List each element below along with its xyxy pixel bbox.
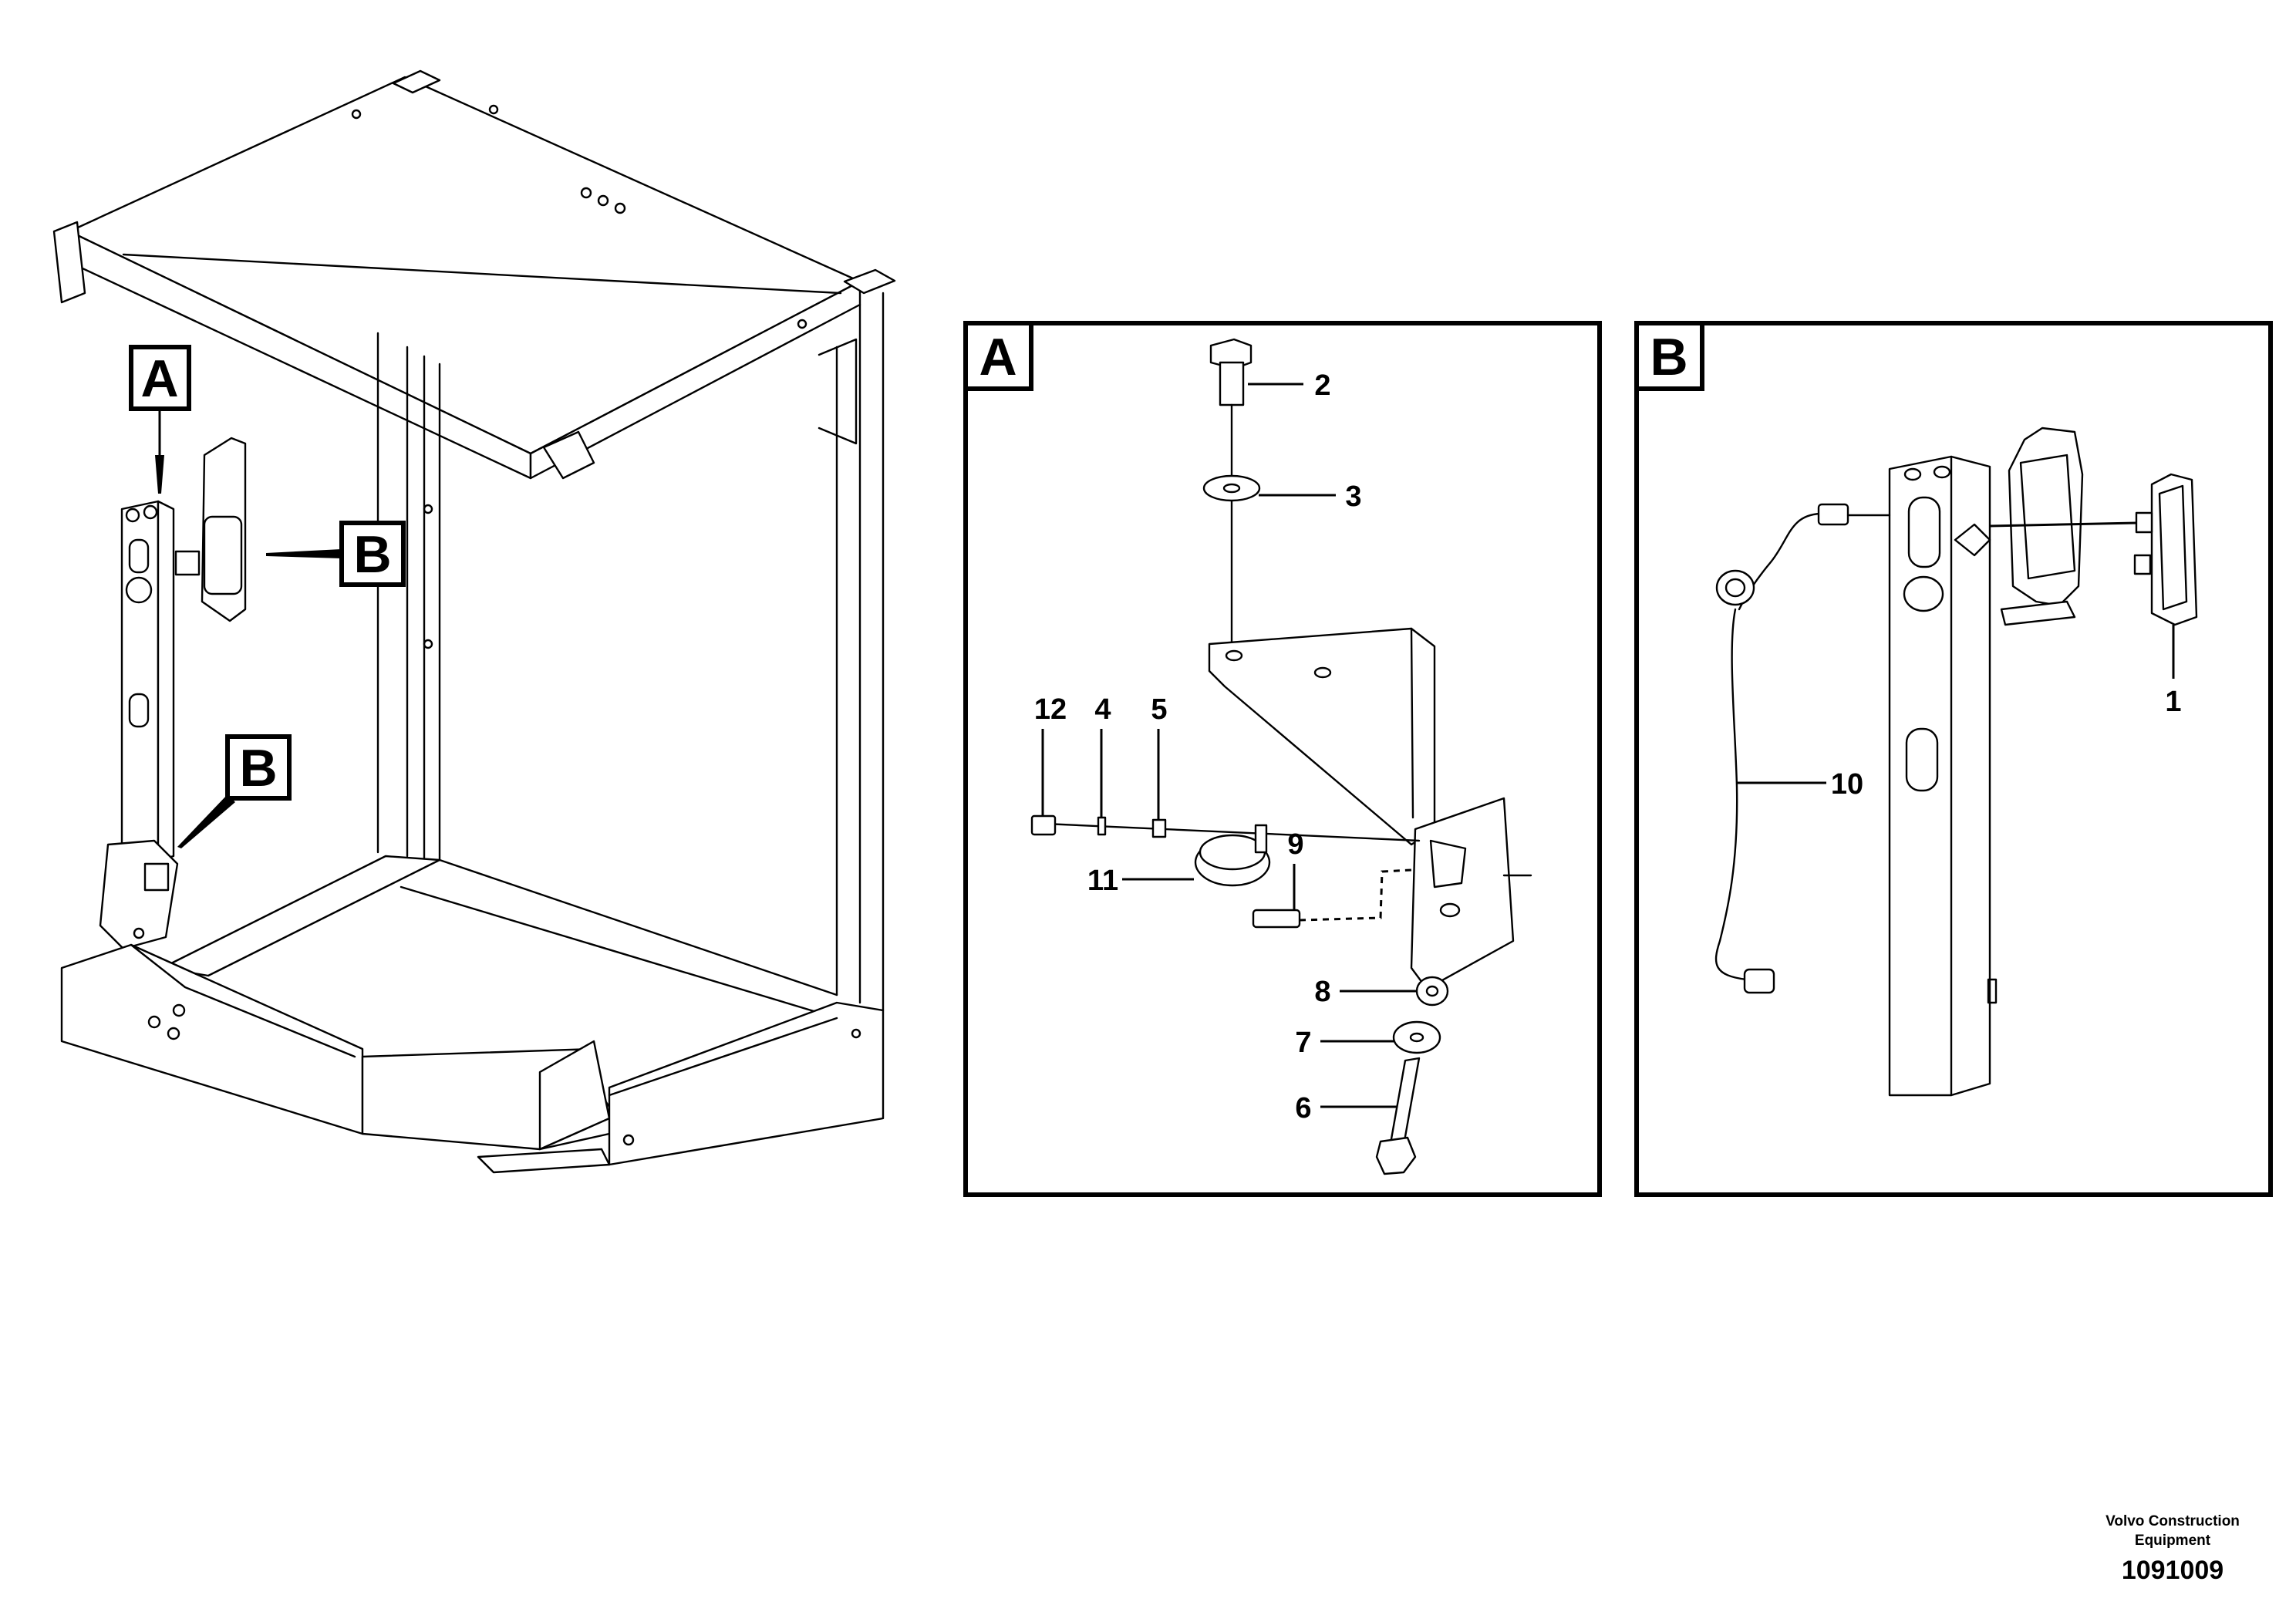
part-number-3: 3 [1345, 481, 1361, 513]
part-number-7: 7 [1295, 1027, 1311, 1059]
company-name-line2: Equipment [2135, 1533, 2211, 1549]
cable-harness-part-10 [1714, 503, 1891, 994]
panel-a-label[interactable]: A [963, 321, 1033, 391]
company-name-line1: Volvo Construction [2106, 1513, 2240, 1529]
part-number-2: 2 [1314, 369, 1330, 402]
callout-b-overview-lower[interactable]: B [177, 734, 292, 848]
detail-panel-a: A [963, 321, 1602, 1197]
part-number-8: 8 [1314, 976, 1330, 1008]
nut-part-5 [1151, 818, 1167, 838]
cab-frame-drawing [52, 69, 896, 1174]
svg-text:A: A [140, 349, 178, 408]
callout-a-overview[interactable]: A [129, 345, 191, 494]
washer-part-7 [1392, 1020, 1441, 1054]
panel-b-label[interactable]: B [1634, 321, 1704, 391]
washer-part-3 [1202, 474, 1261, 502]
title-block: Volvo Construction Equipment 1091009 [2106, 1513, 2240, 1585]
work-light-part-1 [2133, 473, 2198, 626]
spacer-part-8 [1415, 976, 1449, 1007]
svg-text:B: B [353, 525, 391, 584]
part-number-5: 5 [1151, 693, 1167, 726]
svg-text:B: B [1650, 328, 1687, 386]
part-number-6: 6 [1295, 1092, 1311, 1125]
part-number-9: 9 [1287, 828, 1303, 861]
part-number-11: 11 [1087, 865, 1118, 897]
clamp-part-11 [1194, 824, 1271, 887]
drawing-number: 1091009 [2122, 1556, 2224, 1585]
callout-b-overview-upper[interactable]: B [266, 521, 406, 587]
work-light-assembly [1410, 797, 1532, 990]
washer-part-4 [1097, 816, 1107, 836]
screw-part-12 [1030, 814, 1057, 836]
screw-part-9 [1252, 909, 1301, 929]
mirror-assembly [1954, 427, 2084, 626]
bolt-part-2 [1209, 338, 1253, 406]
part-number-1: 1 [2165, 686, 2181, 718]
svg-text:B: B [239, 739, 277, 798]
svg-text:A: A [979, 328, 1017, 386]
bolt-part-6 [1375, 1057, 1421, 1175]
detail-panel-b: B [1634, 321, 2273, 1197]
part-number-4: 4 [1094, 693, 1111, 726]
front-post [1888, 455, 1998, 1097]
part-number-12: 12 [1034, 693, 1067, 726]
part-number-10: 10 [1831, 768, 1863, 801]
mounting-bracket [1208, 627, 1436, 846]
